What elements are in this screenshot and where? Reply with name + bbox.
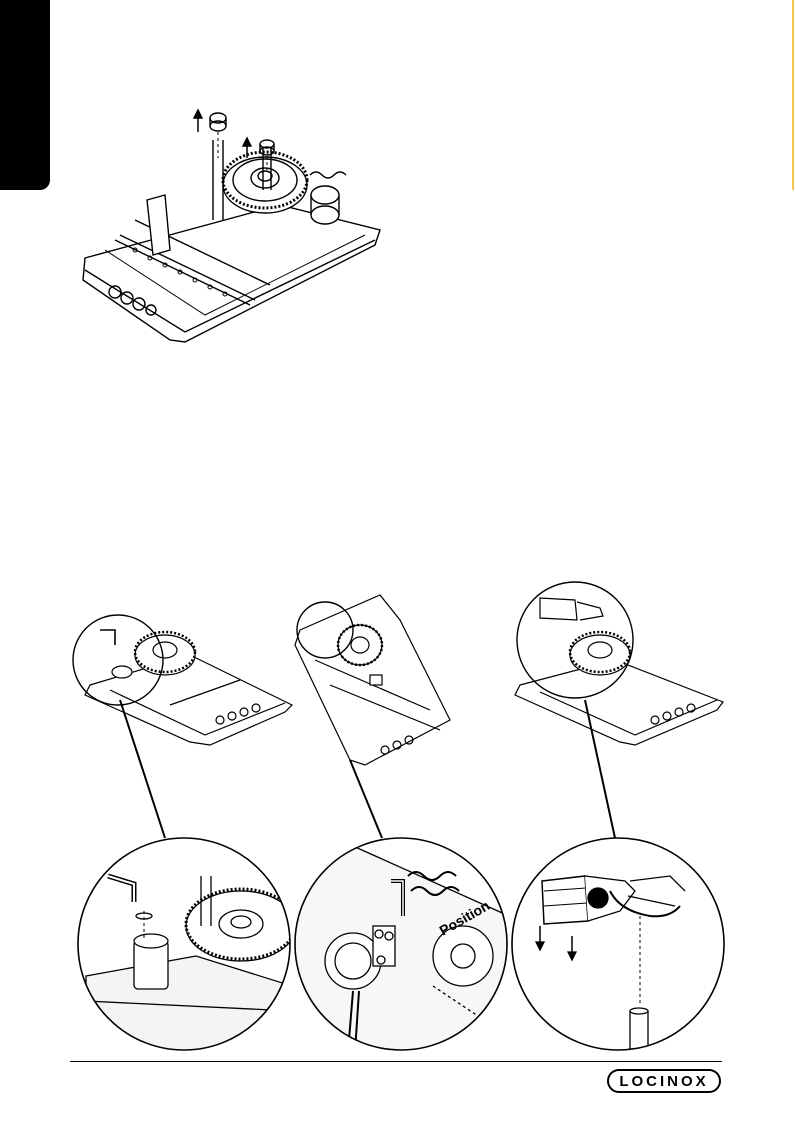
detail-circle-right (510, 836, 726, 1052)
brand-logo: LOCINOX (607, 1069, 721, 1093)
detail-circle-left (76, 836, 292, 1052)
detail-circle-middle: Position (293, 836, 509, 1052)
brand-logo-text: LOCINOX (619, 1073, 708, 1090)
footer-divider (70, 1061, 722, 1062)
